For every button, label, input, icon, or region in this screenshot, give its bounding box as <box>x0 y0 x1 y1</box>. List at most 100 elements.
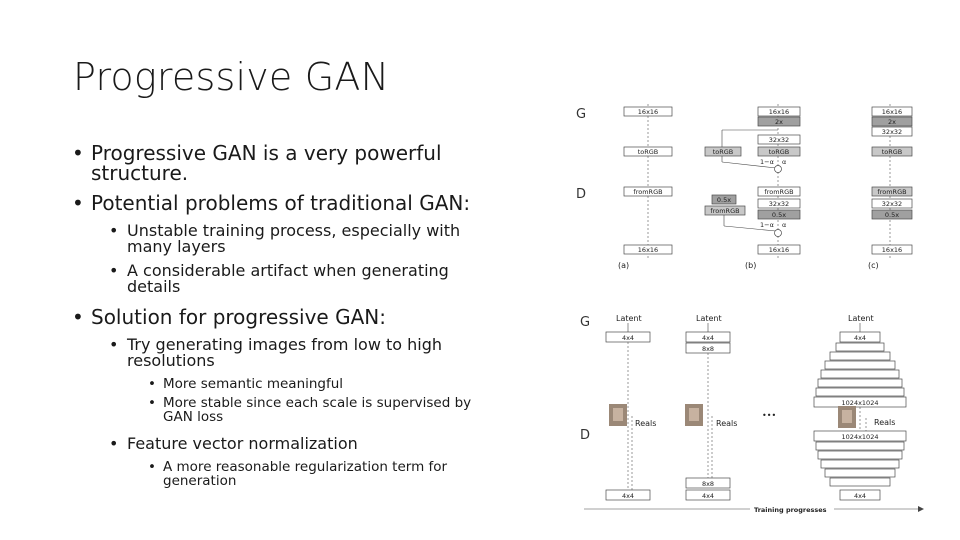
b-g-16x16-label: 16x16 <box>769 108 789 116</box>
b-g-16x16-box <box>757 106 801 117</box>
c-g-16x16-box <box>871 106 913 117</box>
b-d-32x32-label: 32x32 <box>769 200 789 208</box>
b-half-box <box>711 194 737 205</box>
face-detail-2 <box>689 408 699 421</box>
d-1024-box <box>813 430 907 442</box>
c-g-16x16-label: 16x16 <box>882 108 902 116</box>
g-8x8-label-2: 8x8 <box>702 345 714 353</box>
a-torgb-box <box>623 146 673 157</box>
stage-8x8: Latent 4x4 8x8 Reals 8x8 4x4 <box>685 314 737 501</box>
d-1024-label: 1024x1024 <box>842 433 879 441</box>
reals-label-1: Reals <box>635 419 656 428</box>
a-fromrgb-label: fromRGB <box>633 188 662 196</box>
c-g-32x32-label: 32x32 <box>882 128 902 136</box>
c-upsample-box <box>871 116 913 127</box>
a-d-16x16-label: 16x16 <box>638 246 658 254</box>
g-layer-stack <box>815 342 905 397</box>
b-d-16x16-label: 16x16 <box>769 246 789 254</box>
b-downsample-label: 0.5x <box>772 211 786 219</box>
d-4x4-box-1 <box>605 489 651 501</box>
c-downsample-box <box>871 209 913 220</box>
c-fromrgb-label: fromRGB <box>877 188 906 196</box>
b-g-sum-node <box>774 165 782 173</box>
c-d-16x16-box <box>871 244 913 255</box>
a-d-16x16-box <box>623 244 673 255</box>
a-torgb-label: toRGB <box>638 148 659 156</box>
d-4x4-label-1: 4x4 <box>622 492 634 500</box>
b-torgb-small-label: toRGB <box>713 148 734 156</box>
c-fromrgb-box <box>871 186 913 197</box>
g-4x4-label-2: 4x4 <box>702 334 714 342</box>
bullet-stable: More stable since each scale is supervis… <box>148 396 492 424</box>
b-alpha2: α <box>782 158 786 166</box>
d-4x4-label-2: 4x4 <box>702 492 714 500</box>
b-fromrgb-label: fromRGB <box>764 188 793 196</box>
a-fromrgb-box <box>623 186 673 197</box>
bullet-feature-normalization: Feature vector normalization <box>109 436 492 453</box>
c-g-32x32-box <box>871 126 913 137</box>
top-g-label: G <box>576 107 586 122</box>
c-d-32x32-box <box>871 198 913 209</box>
column-a: 16x16 toRGB fromRGB 16x16 (a) <box>618 104 673 270</box>
training-progresses-label: Training progresses <box>754 506 827 514</box>
c-upsample-label: 2x <box>888 118 896 126</box>
latent-label-1: Latent <box>616 314 642 323</box>
b-alpha4: α <box>782 221 786 229</box>
b-fromrgb-box <box>757 186 801 197</box>
b-fromrgb-small-box <box>704 205 746 216</box>
a-g-16x16-box <box>623 106 673 117</box>
b-fromrgb-small-label: fromRGB <box>710 207 739 215</box>
bottom-d-label: D <box>580 428 590 443</box>
caption-c: (c) <box>868 261 879 270</box>
bullet-potential-problems: Potential problems of traditional GAN: <box>72 193 492 213</box>
b-downsample-box <box>757 209 801 220</box>
b-upsample-box <box>757 116 801 127</box>
b-alpha3: 1−α <box>760 221 774 229</box>
bullet-semantic: More semantic meaningful <box>148 377 492 391</box>
b-g-32x32-label: 32x32 <box>769 136 789 144</box>
g-1024-label: 1024x1024 <box>842 399 879 407</box>
bullet-regularization: A more reasonable regularization term fo… <box>148 460 492 488</box>
d-8x8-label-2: 8x8 <box>702 480 714 488</box>
d-4x4-box-3 <box>839 489 881 501</box>
latent-label-3: Latent <box>848 314 874 323</box>
bullet-low-to-high: Try generating images from low to high r… <box>109 337 492 369</box>
b-torgb-small-box <box>704 146 742 157</box>
bullet-unstable-training: Unstable training process, especially wi… <box>109 223 492 255</box>
stage-1024x1024: Latent 4x4 1024x1024 Reals 1024x1024 4 <box>813 314 907 501</box>
stage-4x4: Latent 4x4 Reals 4x4 <box>605 314 656 501</box>
latent-label-2: Latent <box>696 314 722 323</box>
progressive-gan-figure: G D 16x16 toRGB fromRGB 16x16 (a) 16x16 … <box>576 104 924 514</box>
reals-label-2: Reals <box>716 419 737 428</box>
bullet-artifact: A considerable artifact when generating … <box>109 263 492 295</box>
g-4x4-box-3 <box>839 331 881 343</box>
slide-title: Progressive GAN <box>73 55 390 99</box>
training-progress-arrow: Training progresses <box>584 506 924 514</box>
column-c: 16x16 2x 32x32 toRGB fromRGB 32x32 0.5x … <box>868 104 913 270</box>
c-d-32x32-label: 32x32 <box>882 200 902 208</box>
g-4x4-label-3: 4x4 <box>854 334 866 342</box>
c-d-16x16-label: 16x16 <box>882 246 902 254</box>
b-torgb-box <box>757 146 801 157</box>
c-torgb-label: toRGB <box>882 148 903 156</box>
b-half-label: 0.5x <box>717 196 731 204</box>
bullet-powerful-structure: Progressive GAN is a very powerful struc… <box>72 143 492 183</box>
face-detail-3 <box>842 410 852 423</box>
c-torgb-box <box>871 146 913 157</box>
d-layer-stack <box>815 441 905 487</box>
d-8x8-box-2 <box>685 477 731 489</box>
d-4x4-label-3: 4x4 <box>854 492 866 500</box>
g-4x4-box-2 <box>685 331 731 343</box>
d-4x4-box-2 <box>685 489 731 501</box>
ellipsis-dots: ••• <box>762 411 776 420</box>
b-d-16x16-box <box>757 244 801 255</box>
reals-label-3: Reals <box>874 418 895 427</box>
b-d-32x32-box <box>757 198 801 209</box>
top-d-label: D <box>576 187 586 202</box>
b-g-32x32-box <box>757 134 801 145</box>
bullet-list: Progressive GAN is a very powerful struc… <box>72 143 492 493</box>
column-b: 16x16 2x 32x32 toRGB toRGB 1−α α fromRGB… <box>704 104 801 270</box>
b-torgb-label: toRGB <box>769 148 790 156</box>
b-upsample-label: 2x <box>775 118 783 126</box>
c-downsample-label: 0.5x <box>885 211 899 219</box>
